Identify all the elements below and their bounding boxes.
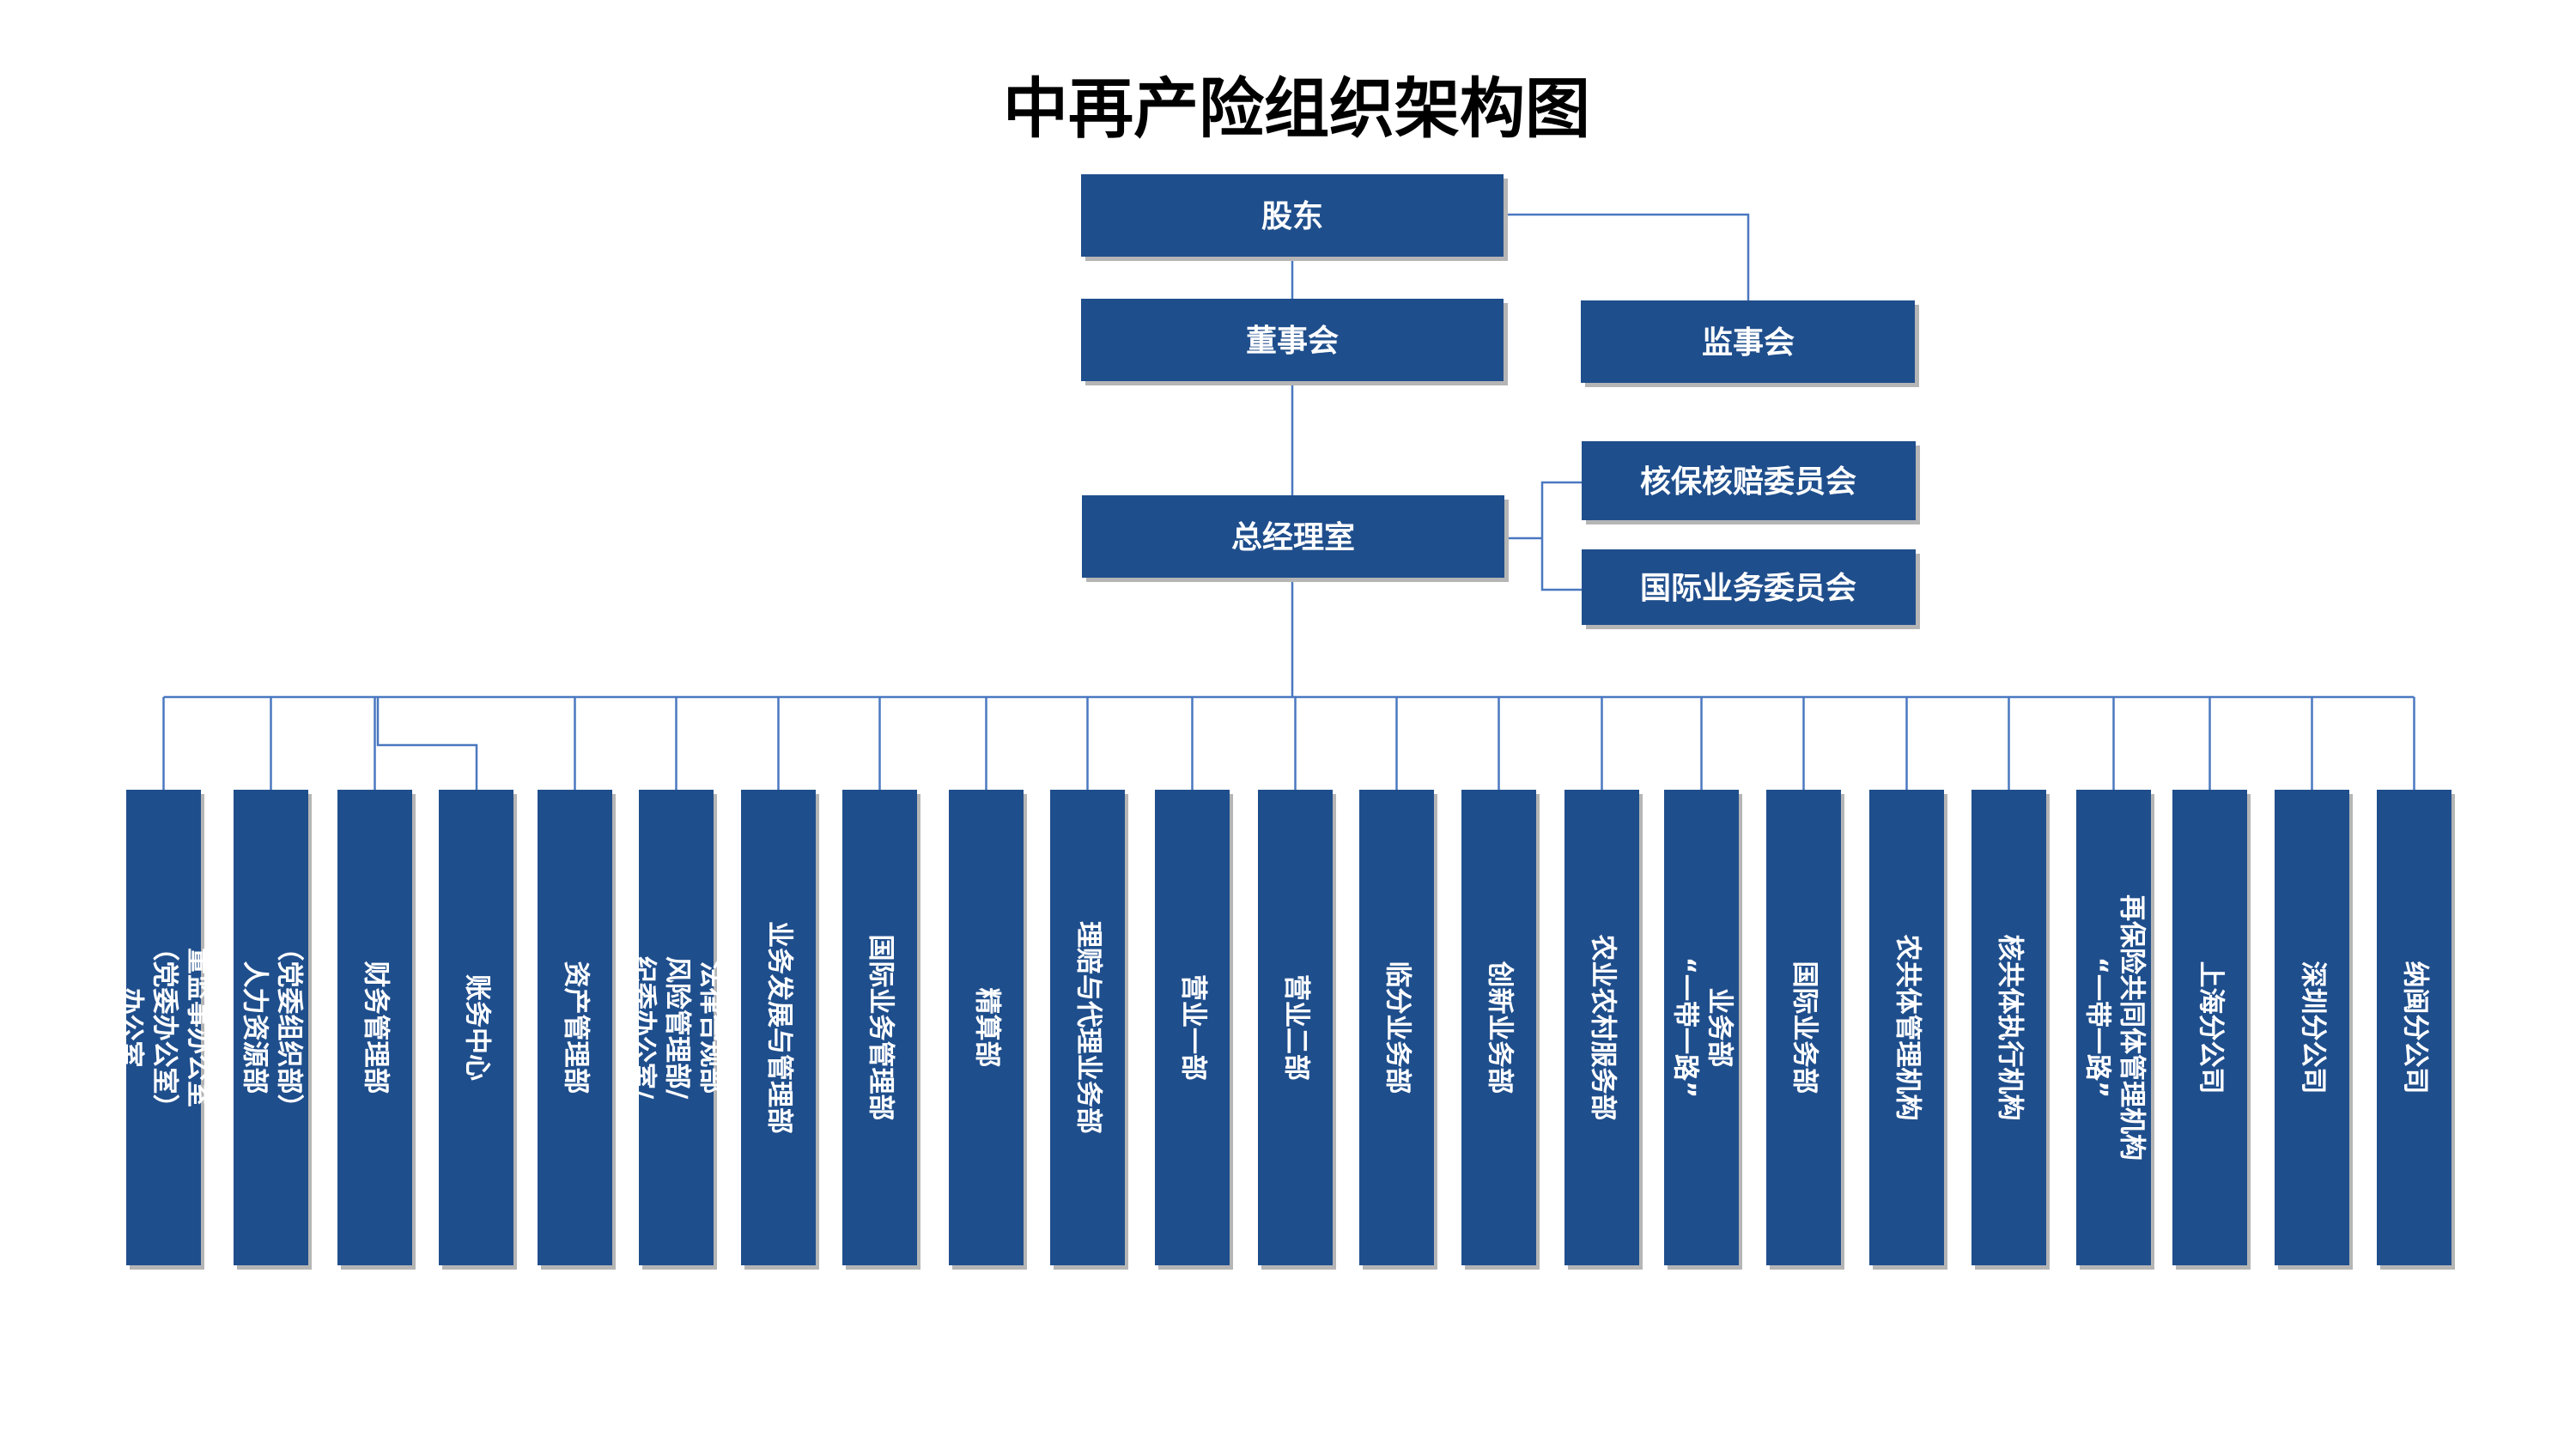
department-label: 国际业务部	[1789, 961, 1820, 1094]
node-supervisors: 监事会	[1581, 300, 1919, 387]
department-box	[1258, 790, 1333, 1265]
department-box	[234, 790, 308, 1265]
department-label: “一带一路”再保险共同体管理机构	[2082, 894, 2148, 1161]
department-boxes: 办公室（党委办公室）董监事办公室人力资源部（党委组织部） 财务管理部 账务中心 资产管…	[115, 790, 2455, 1270]
department-label: 账务中心	[462, 974, 493, 1081]
department-box	[2275, 790, 2349, 1265]
department-label: 财务管理部	[361, 961, 392, 1094]
department-node: “一带一路”业务部	[1664, 790, 1742, 1270]
department-node: 核共体执行机构	[1971, 790, 2050, 1270]
department-node: 农共体管理机构	[1869, 790, 1947, 1270]
department-box	[1564, 790, 1639, 1265]
department-box	[949, 790, 1024, 1265]
department-box	[1461, 790, 1536, 1265]
department-label: “一带一路”业务部	[1670, 957, 1735, 1099]
department-box	[1155, 790, 1230, 1265]
label-supervisors: 监事会	[1702, 325, 1795, 361]
department-node: 纳闽分公司	[2377, 790, 2455, 1270]
department-label: 国际业务管理部	[866, 935, 896, 1121]
department-node: 国际业务管理部	[842, 790, 920, 1270]
department-label: 深圳分公司	[2298, 961, 2329, 1094]
department-node: 创新业务部	[1461, 790, 1540, 1270]
department-node: 纪委办公室/风险管理部/法律合规部	[628, 790, 727, 1270]
department-node: 业务发展与管理部	[741, 790, 819, 1270]
department-label: 营业一部	[1178, 974, 1209, 1081]
department-label: 人力资源部（党委组织部）	[240, 935, 305, 1121]
department-node: 农业农村服务部	[1564, 790, 1643, 1270]
department-box	[1050, 790, 1125, 1265]
department-node: 深圳分公司	[2275, 790, 2353, 1270]
department-box	[2076, 790, 2151, 1265]
department-label: 核共体执行机构	[1995, 935, 2026, 1121]
label-intl-committee: 国际业务委员会	[1640, 571, 1856, 606]
department-node: 办公室（党委办公室）董监事办公室	[115, 790, 215, 1270]
department-label: 创新业务部	[1485, 961, 1516, 1094]
department-box	[538, 790, 612, 1265]
department-box	[2172, 790, 2247, 1265]
label-shareholders: 股东	[1261, 199, 1323, 234]
department-node: 资产管理部	[538, 790, 616, 1270]
department-box	[1766, 790, 1841, 1265]
label-underwriting-committee: 核保核赔委员会	[1640, 464, 1856, 500]
department-box	[1971, 790, 2046, 1265]
label-gm-office: 总经理室	[1231, 520, 1355, 555]
department-box	[337, 790, 412, 1265]
department-box	[1359, 790, 1434, 1265]
node-gm-office: 总经理室	[1082, 495, 1509, 582]
department-box	[126, 790, 201, 1265]
department-label: 精算部	[972, 988, 1003, 1068]
department-label: 纳闽分公司	[2400, 961, 2431, 1094]
department-box	[439, 790, 513, 1265]
department-node: 营业一部	[1155, 790, 1233, 1270]
department-label: 资产管理部	[561, 961, 592, 1094]
department-node: 国际业务部	[1766, 790, 1844, 1270]
department-box	[2377, 790, 2451, 1265]
department-node: 临分业务部	[1359, 790, 1437, 1270]
connector-lines	[162, 213, 2415, 790]
department-label: 农共体管理机构	[1893, 935, 1923, 1121]
node-shareholders: 股东	[1081, 174, 1508, 261]
department-node: 精算部	[949, 790, 1027, 1270]
department-label: 农业农村服务部	[1588, 935, 1619, 1121]
label-board: 董事会	[1246, 324, 1339, 359]
node-underwriting-committee: 核保核赔委员会	[1582, 441, 1920, 524]
department-label: 办公室（党委办公室）董监事办公室	[115, 935, 215, 1121]
department-node: 财务管理部	[337, 790, 416, 1270]
department-node: 账务中心	[439, 790, 517, 1270]
department-label: 临分业务部	[1382, 961, 1413, 1094]
node-board: 董事会	[1081, 299, 1508, 385]
department-node: 上海分公司	[2172, 790, 2251, 1270]
department-node: “一带一路”再保险共同体管理机构	[2076, 790, 2154, 1270]
department-node: 人力资源部（党委组织部）	[234, 790, 312, 1270]
department-box	[741, 790, 816, 1265]
department-label: 营业二部	[1281, 974, 1312, 1081]
department-box	[639, 790, 714, 1265]
department-label: 业务发展与管理部	[764, 921, 795, 1134]
department-box	[842, 790, 917, 1265]
department-label: 理赔与代理业务部	[1073, 921, 1104, 1134]
department-label: 上海分公司	[2196, 961, 2227, 1094]
node-intl-committee: 国际业务委员会	[1582, 549, 1920, 629]
department-box	[1664, 790, 1739, 1265]
department-label: 纪委办公室/风险管理部/法律合规部	[628, 956, 727, 1100]
department-box	[1869, 790, 1944, 1265]
department-node: 理赔与代理业务部	[1050, 790, 1128, 1270]
department-node: 营业二部	[1258, 790, 1336, 1270]
chart-title: 中再产险组织架构图	[1003, 70, 1590, 147]
